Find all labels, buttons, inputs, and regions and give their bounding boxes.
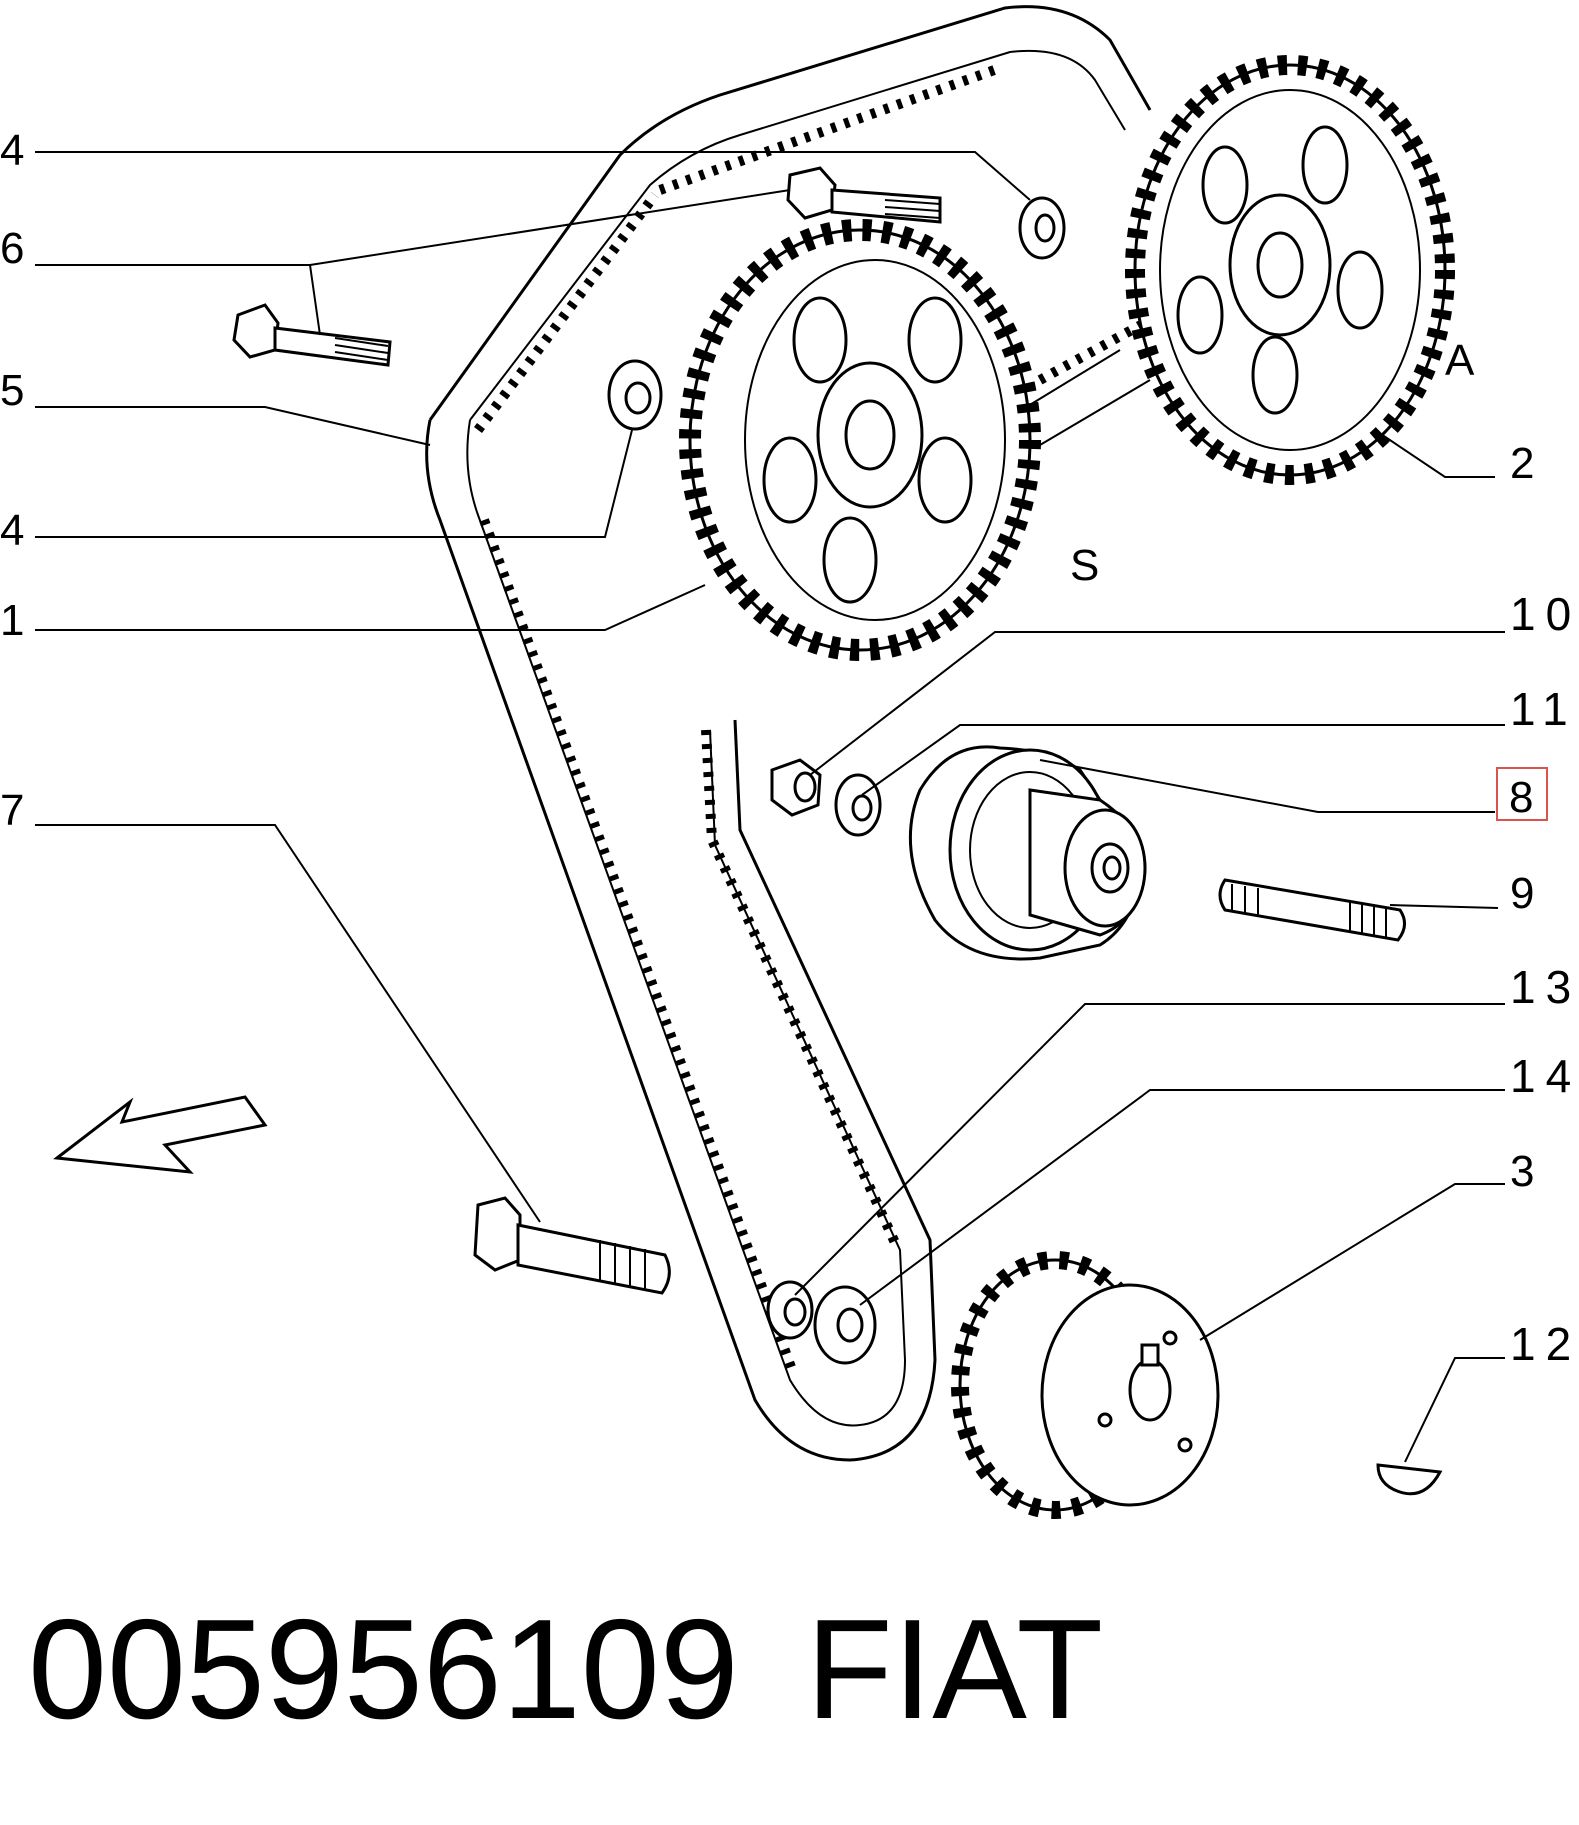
part-number: 005956109: [28, 1590, 739, 1749]
callout-9: 9: [1510, 869, 1534, 918]
brand-name: FIAT: [806, 1590, 1103, 1749]
timing-belt: [425, 5, 1153, 1462]
tensioner-roller-8: [908, 745, 1147, 961]
rotation-direction-arrow: [53, 1095, 268, 1174]
callout-3: 3: [1510, 1147, 1534, 1196]
callout-1: 1: [0, 596, 24, 645]
woodruff-key-12: [1376, 1463, 1443, 1496]
mark-a: A: [1445, 336, 1475, 385]
washer-13: [766, 1280, 814, 1340]
callout-11: 11: [1510, 683, 1578, 735]
bolt-6-upper: [786, 166, 942, 224]
camshaft-gear-right: [1125, 55, 1455, 485]
washer-4-upper: [1018, 196, 1066, 260]
crankshaft-gear-3: [951, 1251, 1220, 1519]
camshaft-gear-left: [679, 219, 1041, 661]
leader-lines: [35, 151, 1505, 1463]
callout-5: 5: [0, 366, 24, 415]
callout-8-highlight: 8: [1496, 767, 1548, 822]
highlight-box: [1496, 767, 1548, 821]
stud-9: [1218, 878, 1406, 942]
callout-7: 7: [0, 786, 24, 835]
callout-4-lower: 4: [0, 506, 24, 555]
callout-6: 6: [0, 224, 24, 273]
nut-10: [770, 758, 822, 817]
bolt-7: [473, 1196, 671, 1295]
washer-11: [834, 773, 882, 837]
callout-2: 2: [1510, 439, 1534, 488]
callout-14: 14: [1510, 1050, 1579, 1102]
mark-s: S: [1070, 541, 1099, 590]
washer-14: [813, 1285, 877, 1365]
callout-13: 13: [1510, 961, 1579, 1013]
callout-12: 12: [1510, 1318, 1579, 1370]
callout-8: 8: [1509, 773, 1533, 822]
callout-4-upper: 4: [0, 126, 24, 175]
washer-4-lower: [607, 359, 663, 431]
callout-10: 10: [1510, 588, 1579, 640]
bolt-6-lower: [232, 303, 392, 367]
